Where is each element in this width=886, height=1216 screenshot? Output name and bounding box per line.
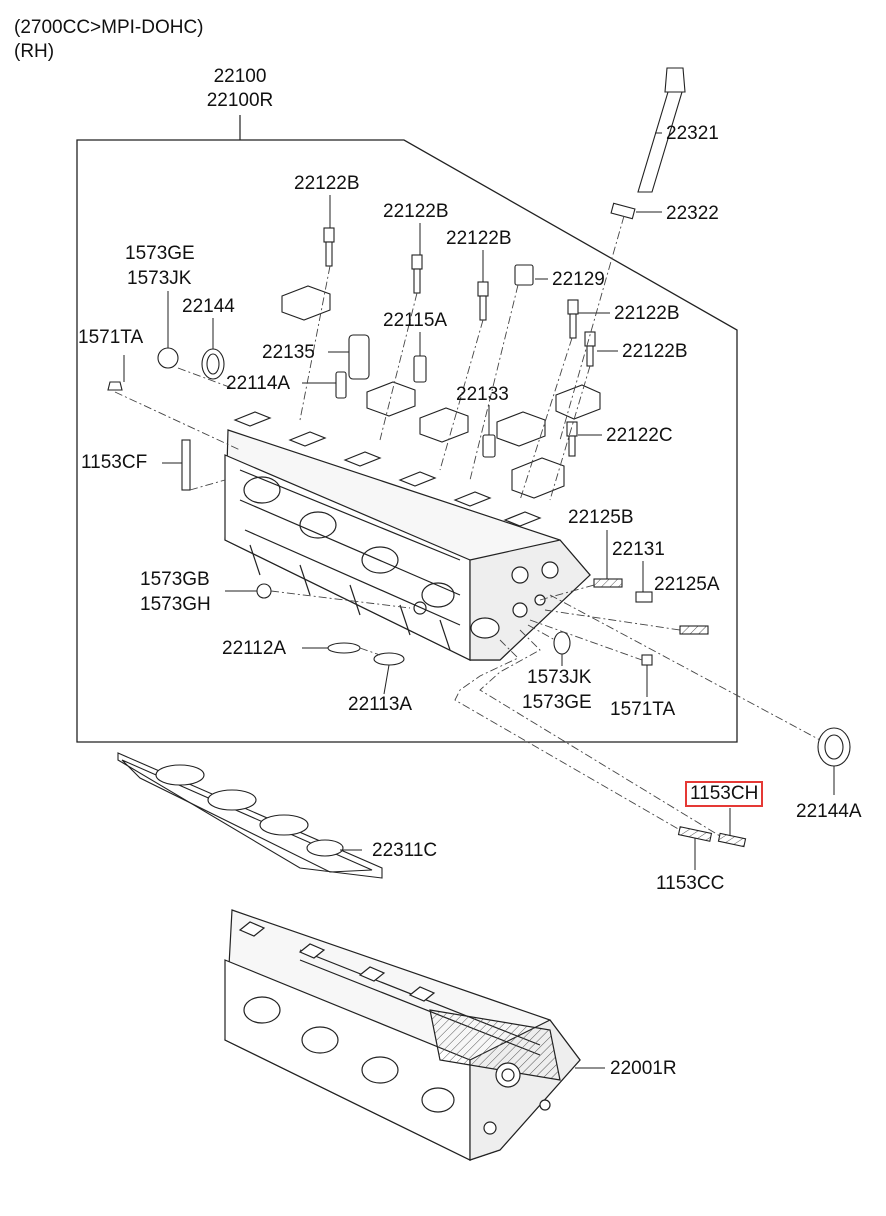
part-label-22115A[interactable]: 22115A xyxy=(383,310,448,331)
centerlines xyxy=(114,215,821,837)
part-label-22001R[interactable]: 22001R xyxy=(610,1058,677,1079)
part-label-1573JK-bottom[interactable]: 1573JK xyxy=(527,667,592,688)
bearing-caps xyxy=(281,285,601,499)
part-label-1573GH[interactable]: 1573GH xyxy=(140,594,211,615)
part-label-22100[interactable]: 22100 xyxy=(213,66,267,87)
part-label-22122B-4[interactable]: 22122B xyxy=(614,303,680,324)
part-label-1153CH-highlighted[interactable]: 1153CH xyxy=(685,781,764,807)
part-label-22113A[interactable]: 22113A xyxy=(348,694,413,715)
small-parts xyxy=(107,264,851,848)
part-label-22133[interactable]: 22133 xyxy=(456,384,509,405)
part-label-1153CC[interactable]: 1153CC xyxy=(656,873,725,894)
part-label-22122C[interactable]: 22122C xyxy=(606,425,673,446)
part-label-1573GE-bottom[interactable]: 1573GE xyxy=(522,692,592,713)
part-label-1153CF[interactable]: 1153CF xyxy=(81,452,148,473)
assembled-head-22001R xyxy=(224,909,581,1161)
part-label-1573GB[interactable]: 1573GB xyxy=(140,569,210,590)
part-label-1571TA-bottom[interactable]: 1571TA xyxy=(610,699,676,720)
part-label-22100R[interactable]: 22100R xyxy=(206,90,274,111)
assembly-frame xyxy=(76,139,738,743)
part-label-22125A[interactable]: 22125A xyxy=(654,574,720,595)
part-label-22311C[interactable]: 22311C xyxy=(372,840,438,861)
head-bolt-22321 xyxy=(610,67,686,220)
part-label-22131[interactable]: 22131 xyxy=(612,539,665,560)
part-label-22321[interactable]: 22321 xyxy=(666,123,719,144)
cylinder-head-exploded xyxy=(224,411,591,661)
part-label-22122B-3[interactable]: 22122B xyxy=(446,228,512,249)
side-spec: (RH) xyxy=(14,41,55,62)
leader-lines xyxy=(123,132,835,1069)
part-label-22322[interactable]: 22322 xyxy=(666,203,719,224)
part-label-22122B-1[interactable]: 22122B xyxy=(294,173,360,194)
part-label-22122B-2[interactable]: 22122B xyxy=(383,201,449,222)
part-label-22125B[interactable]: 22125B xyxy=(568,507,634,528)
part-label-1573JK-top[interactable]: 1573JK xyxy=(127,268,192,289)
part-label-1573GE-top[interactable]: 1573GE xyxy=(125,243,195,264)
part-label-22144A[interactable]: 22144A xyxy=(796,801,862,822)
part-label-22114A[interactable]: 22114A xyxy=(226,373,291,394)
head-gasket-22311C xyxy=(117,752,383,879)
part-label-22144[interactable]: 22144 xyxy=(182,296,235,317)
part-label-22122B-5[interactable]: 22122B xyxy=(622,341,688,362)
part-label-22129[interactable]: 22129 xyxy=(552,269,605,290)
part-label-22135[interactable]: 22135 xyxy=(262,342,315,363)
engine-spec-title: (2700CC>MPI-DOHC) xyxy=(14,17,204,38)
part-label-1571TA-top[interactable]: 1571TA xyxy=(78,327,144,348)
part-label-22112A[interactable]: 22112A xyxy=(222,638,287,659)
